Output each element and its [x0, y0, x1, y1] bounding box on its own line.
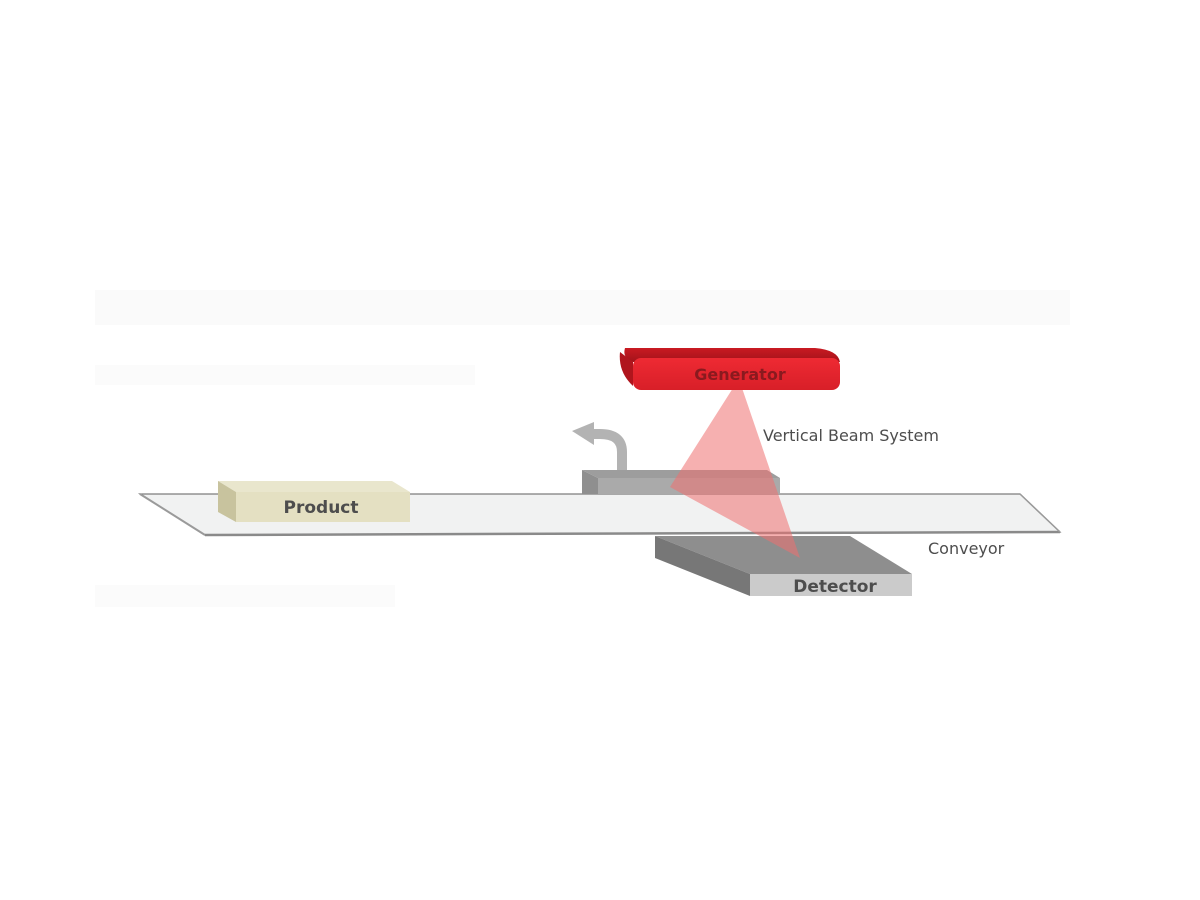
detector-label: Detector	[793, 577, 877, 597]
background-bands	[95, 290, 1070, 607]
generator-label: Generator	[694, 365, 786, 384]
beam-system-label: Vertical Beam System	[763, 426, 939, 445]
product-label: Product	[284, 498, 359, 518]
reject-arrow-icon	[572, 422, 627, 472]
conveyor-label: Conveyor	[928, 539, 1005, 558]
xray-beam	[670, 388, 800, 558]
detector: Detector	[655, 536, 912, 597]
product-box: Product	[218, 481, 410, 522]
generator: Generator	[619, 348, 840, 390]
